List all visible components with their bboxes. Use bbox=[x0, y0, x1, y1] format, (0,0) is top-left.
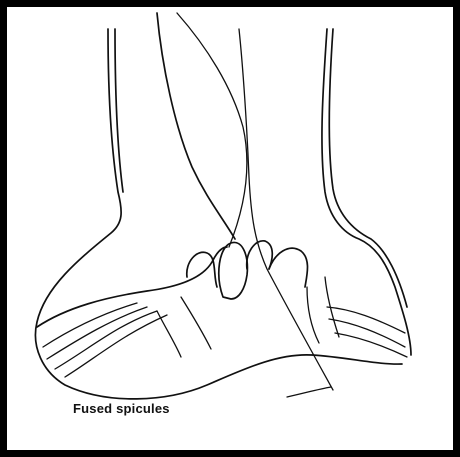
right-leg-outer-contour bbox=[322, 29, 411, 355]
right-fan-line-2 bbox=[329, 319, 405, 347]
right-fan-line-3 bbox=[335, 333, 407, 357]
central-stalk-left bbox=[157, 13, 235, 239]
fused-spicule-line bbox=[239, 29, 333, 390]
left-fan-line-3 bbox=[55, 311, 157, 369]
left-spike-1 bbox=[157, 311, 181, 357]
left-fan-line-1 bbox=[43, 303, 137, 347]
central-cup-loop-3 bbox=[247, 241, 273, 269]
right-leg-inner-line bbox=[329, 29, 407, 307]
left-fan-line-4 bbox=[65, 315, 167, 377]
body-lower-contour bbox=[37, 247, 227, 327]
spicule-illustration bbox=[7, 7, 453, 450]
left-spike-2 bbox=[181, 297, 211, 349]
central-cup-loop-4 bbox=[269, 248, 308, 287]
left-leg-inner-line bbox=[115, 29, 123, 192]
callout-leader-line bbox=[287, 387, 331, 397]
fused-spicules-label: Fused spicules bbox=[73, 401, 170, 416]
right-spike-1 bbox=[307, 287, 319, 343]
central-crossing-line bbox=[177, 13, 247, 247]
central-cup-loop-1 bbox=[187, 252, 217, 287]
central-cup-loop-2 bbox=[219, 242, 248, 299]
